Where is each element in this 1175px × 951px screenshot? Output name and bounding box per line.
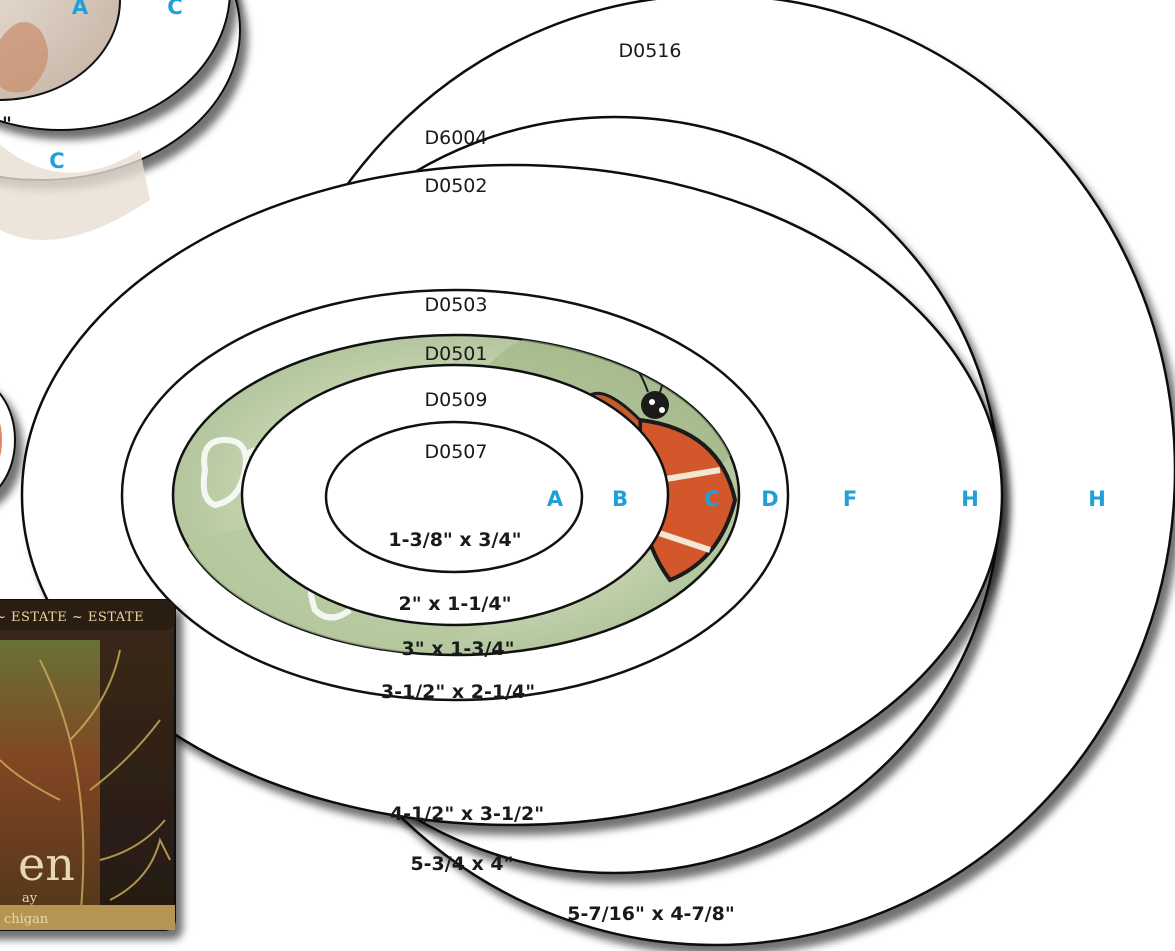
card-bottom-fragment: chigan: [4, 912, 49, 927]
row-letters: A B C D F H H: [547, 487, 1106, 511]
estate-card: [0, 599, 176, 931]
corner-letters: A C C ": [2, 0, 183, 173]
size-label-d0516: 5-7/16" x 4-7/8": [567, 903, 734, 925]
card-small-fragment: ay: [22, 891, 38, 906]
row-letter-d: D: [761, 487, 778, 511]
row-letter-c: C: [704, 487, 719, 511]
corner-side-letter-c: C: [49, 149, 64, 173]
portrait-fabric: [0, 144, 150, 240]
size-label-d0502: 4-1/2" x 3-1/2": [390, 803, 544, 825]
corner-letter-c: C: [167, 0, 182, 19]
card-band-text: ~ ESTATE ~ ESTATE: [0, 610, 144, 625]
size-label-d0501: 3" x 1-3/4": [402, 638, 515, 660]
corner-edge-mark: ": [2, 113, 12, 135]
model-code-d0516: D0516: [619, 40, 682, 62]
coaster-outline-d0507: [324, 420, 584, 574]
model-code-d0503: D0503: [425, 294, 488, 316]
row-letter-h-outer: H: [1088, 487, 1106, 511]
row-letter-b: B: [612, 487, 628, 511]
tree-icon: [0, 649, 171, 921]
model-code-d6004: D6004: [425, 127, 488, 149]
model-code-d0509: D0509: [425, 389, 488, 411]
size-label-d0503: 3-1/2" x 2-1/4": [381, 681, 535, 703]
orange-photo: [0, 422, 2, 458]
row-letter-h: H: [961, 487, 979, 511]
model-code-d0507: D0507: [425, 441, 488, 463]
model-code-labels: D0516 D6004 D0502 D0503 D0501 D0509 D050…: [425, 40, 682, 463]
portrait-face-detail: [0, 22, 48, 93]
model-code-d0502: D0502: [425, 175, 488, 197]
size-labels: 1-3/8" x 3/4" 2" x 1-1/4" 3" x 1-3/4" 3-…: [381, 529, 735, 925]
coaster-outlines: [20, 0, 1175, 947]
card-big-fragment: en: [18, 837, 75, 891]
card-bottom-band: [0, 905, 175, 930]
model-code-d0501: D0501: [425, 343, 488, 365]
card-text: ~ ESTATE ~ ESTATE en ay chigan: [0, 610, 144, 927]
top-left-coaster-stack: [0, 0, 241, 240]
corner-letter-a: A: [72, 0, 89, 19]
size-label-d0507: 1-3/8" x 3/4": [388, 529, 521, 551]
left-round-coaster: [0, 392, 16, 488]
size-label-d0509: 2" x 1-1/4": [399, 593, 512, 615]
row-letter-f: F: [843, 487, 857, 511]
size-label-d6004: 5-3/4 x 4": [410, 853, 513, 875]
row-letter-a: A: [547, 487, 564, 511]
